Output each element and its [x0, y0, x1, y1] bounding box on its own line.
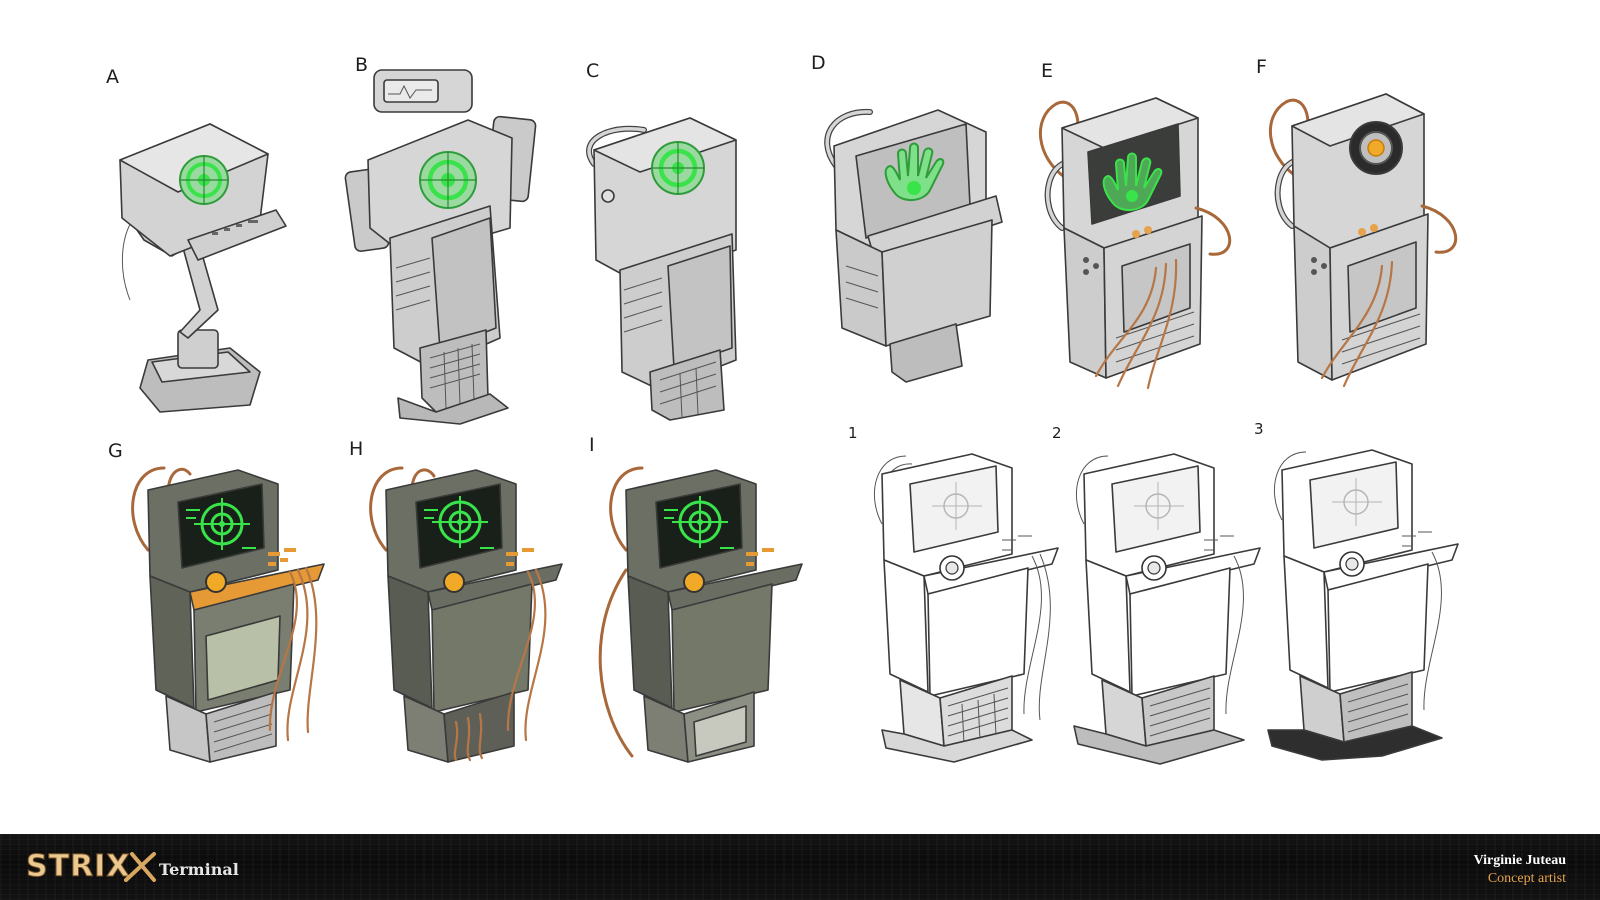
variant-label-3: 3 [1254, 420, 1264, 438]
terminal-sketch-c [586, 117, 737, 421]
variant-label-1: 1 [848, 424, 858, 442]
logo-text: STRIX [25, 849, 131, 884]
concept-sheet: A B C D E F G H I 1 2 3 [106, 52, 1459, 765]
crosshair-icon [194, 498, 250, 550]
crosshair-icon [651, 141, 705, 195]
terminal-sketch-g [131, 466, 325, 763]
terminal-sketch-f [1268, 93, 1458, 388]
terminal-sketch-e [1038, 97, 1232, 390]
terminal-sketch-i [598, 466, 803, 763]
crosshair-icon [1332, 478, 1382, 526]
terminal-sketch-h [369, 466, 563, 763]
hand-icon [884, 142, 945, 201]
terminal-sketch-1 [874, 453, 1059, 763]
artist-role: Concept artist [1487, 871, 1566, 886]
variant-label-i: I [589, 434, 595, 456]
strix-logo: STRIX [25, 849, 156, 884]
variant-label-a: A [106, 66, 119, 88]
logo-slash-icon [124, 852, 156, 882]
variant-label-e: E [1041, 60, 1054, 82]
variant-label-d: D [811, 52, 826, 74]
crosshair-icon [432, 496, 488, 548]
artist-name: Virginie Juteau [1473, 853, 1566, 868]
hand-icon [1102, 152, 1163, 211]
variant-label-f: F [1256, 56, 1267, 78]
terminal-sketch-b [344, 69, 537, 425]
footer-bar [0, 834, 1600, 900]
variant-label-b: B [355, 54, 369, 76]
crosshair-icon [419, 151, 477, 209]
terminal-sketch-a [119, 123, 287, 413]
terminal-sketch-2 [1073, 453, 1261, 765]
crosshair-icon [932, 482, 982, 530]
page-title: Terminal [159, 860, 239, 879]
crosshair-icon [179, 155, 229, 205]
variant-label-c: C [586, 60, 600, 82]
terminal-sketch-d [824, 108, 1003, 383]
variant-label-h: H [349, 438, 364, 460]
crosshair-icon [1134, 482, 1184, 530]
lens-icon [1349, 121, 1403, 175]
crosshair-icon [672, 496, 728, 548]
variant-label-2: 2 [1052, 424, 1062, 442]
terminal-sketch-3 [1267, 449, 1459, 761]
variant-label-g: G [108, 440, 123, 462]
